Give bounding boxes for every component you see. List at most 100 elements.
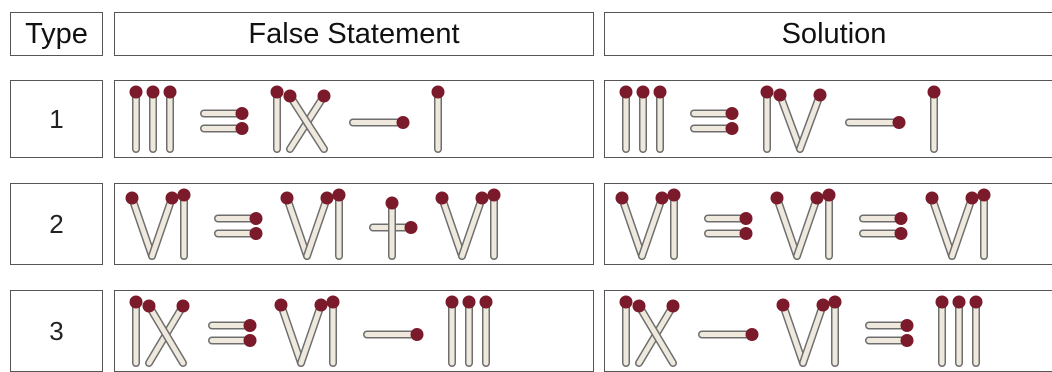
matchstick	[488, 189, 501, 257]
matchstick	[936, 296, 949, 364]
match-head	[271, 86, 284, 99]
matchstick	[761, 86, 774, 150]
match-head	[978, 189, 991, 202]
match-head	[668, 189, 681, 202]
match-head	[953, 296, 966, 309]
matchstick	[953, 296, 966, 364]
match-head	[829, 296, 842, 309]
match-head	[432, 86, 445, 99]
match-head	[130, 86, 143, 99]
matchstick	[668, 189, 681, 257]
solution-cell-row-1	[604, 80, 1052, 158]
matchstick	[803, 299, 830, 364]
match-head	[667, 300, 680, 313]
matchstick	[702, 328, 759, 341]
match-head	[901, 319, 914, 332]
matchstick-equation	[115, 184, 594, 265]
match-head	[726, 107, 739, 120]
match-head	[386, 197, 399, 210]
matchstick	[130, 296, 143, 364]
matchstick	[212, 319, 257, 332]
match-head	[318, 90, 331, 103]
header-solution: Solution	[604, 12, 1052, 56]
match-head	[616, 192, 629, 205]
matchstick	[970, 296, 983, 364]
match-head	[488, 189, 501, 202]
matchstick	[774, 89, 801, 150]
match-head	[814, 89, 827, 102]
match-head	[926, 192, 939, 205]
match-head	[476, 192, 489, 205]
match-head	[405, 221, 418, 234]
matchstick	[271, 86, 284, 150]
matchstick	[642, 192, 669, 257]
matchstick	[218, 212, 263, 225]
match-head	[620, 86, 633, 99]
type-number: 2	[49, 209, 63, 240]
matchstick	[797, 192, 824, 257]
match-head	[250, 212, 263, 225]
match-head	[777, 299, 790, 312]
matchstick	[218, 227, 263, 240]
matchstick	[147, 86, 160, 150]
matchstick	[301, 299, 328, 364]
type-number: 3	[49, 316, 63, 347]
matchstick	[823, 189, 836, 257]
match-head	[811, 192, 824, 205]
matchstick	[694, 122, 739, 135]
matchstick	[869, 319, 914, 332]
match-head	[966, 192, 979, 205]
match-head	[436, 192, 449, 205]
match-head	[654, 86, 667, 99]
matchstick	[463, 296, 476, 364]
matchstick	[620, 86, 633, 150]
matchstick	[462, 192, 489, 257]
match-head	[178, 189, 191, 202]
matchstick	[126, 192, 153, 257]
match-head	[333, 189, 346, 202]
match-head	[656, 192, 669, 205]
match-head	[480, 296, 493, 309]
matchstick	[829, 296, 842, 364]
matchstick	[432, 86, 445, 150]
match-head	[446, 296, 459, 309]
matchstick	[863, 227, 908, 240]
match-head	[895, 227, 908, 240]
matchstick	[327, 296, 340, 364]
match-head	[130, 296, 143, 309]
matchstick	[480, 296, 493, 364]
match-head	[740, 212, 753, 225]
matchstick-equation	[115, 81, 594, 158]
matchstick	[620, 296, 633, 364]
matchstick	[164, 86, 177, 150]
match-head	[746, 328, 759, 341]
matchstick	[637, 86, 650, 150]
matchstick	[863, 212, 908, 225]
matchstick	[275, 299, 302, 364]
match-head	[250, 227, 263, 240]
match-head	[928, 86, 941, 99]
match-head	[895, 212, 908, 225]
match-head	[236, 122, 249, 135]
match-head	[761, 86, 774, 99]
matchstick	[777, 299, 804, 364]
match-head	[164, 86, 177, 99]
match-head	[284, 90, 297, 103]
match-head	[817, 299, 830, 312]
matchstick	[353, 116, 410, 129]
type-cell-row-2: 2	[10, 183, 103, 265]
matchstick	[436, 192, 463, 257]
false-statement-cell-row-2	[114, 183, 594, 265]
header-type-label: Type	[25, 18, 88, 51]
match-head	[327, 296, 340, 309]
matchstick	[204, 122, 249, 135]
header-false-statement: False Statement	[114, 12, 594, 56]
matchstick	[446, 296, 459, 364]
matchstick	[771, 192, 798, 257]
match-head	[126, 192, 139, 205]
match-head	[315, 299, 328, 312]
match-head	[620, 296, 633, 309]
match-head	[281, 192, 294, 205]
match-head	[823, 189, 836, 202]
false-statement-cell-row-1	[114, 80, 594, 158]
